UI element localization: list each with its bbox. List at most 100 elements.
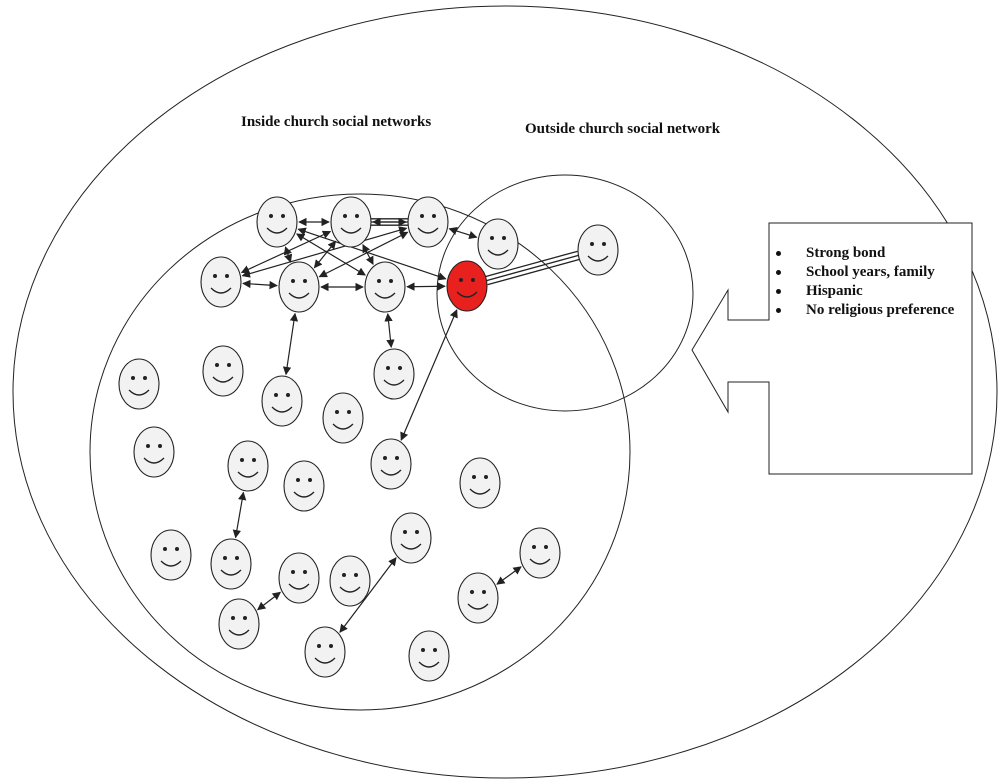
- face-eye: [296, 478, 300, 482]
- face-smile: [380, 469, 402, 476]
- people-nodes: [118, 196, 619, 682]
- face-outline: [227, 440, 269, 492]
- face-eye: [163, 547, 167, 551]
- face-smile: [487, 249, 509, 256]
- face-eye: [335, 410, 339, 414]
- face-eye: [227, 363, 231, 367]
- person-face-icon: [278, 552, 320, 604]
- face-smile: [228, 629, 250, 636]
- face-smile: [212, 376, 234, 383]
- face-eye: [421, 648, 425, 652]
- face-outline: [118, 358, 160, 410]
- person-face-icon: [408, 630, 450, 682]
- face-outline: [218, 598, 260, 650]
- person-face-icon: [329, 555, 371, 607]
- highlighted-person-icon: [446, 260, 488, 312]
- face-outline: [322, 392, 364, 444]
- face-eye: [347, 410, 351, 414]
- face-outline: [150, 529, 192, 581]
- face-outline: [256, 196, 298, 248]
- face-eye: [240, 458, 244, 462]
- face-eye: [252, 458, 256, 462]
- face-outline: [133, 426, 175, 478]
- face-eye: [175, 547, 179, 551]
- face-smile: [332, 423, 354, 430]
- face-eye: [532, 545, 536, 549]
- face-eye: [269, 214, 273, 218]
- face-eye: [389, 279, 393, 283]
- face-eye: [482, 590, 486, 594]
- face-smile: [210, 287, 232, 294]
- face-smile: [418, 661, 440, 668]
- face-smile: [160, 560, 182, 567]
- callout-item: School years, family: [770, 263, 970, 282]
- face-smile: [288, 292, 310, 299]
- face-eye: [484, 475, 488, 479]
- callout-item: No religious preference: [770, 301, 970, 320]
- face-smile: [143, 457, 165, 464]
- person-face-icon: [227, 440, 269, 492]
- person-face-icon: [118, 358, 160, 410]
- person-face-icon: [407, 196, 449, 248]
- strong-bond-links: [371, 218, 580, 286]
- face-outline: [373, 348, 415, 400]
- face-eye: [274, 393, 278, 397]
- inside-church-circle: [89, 193, 631, 711]
- face-eye: [420, 214, 424, 218]
- person-face-icon: [577, 224, 619, 276]
- face-smile: [587, 255, 609, 262]
- face-eye: [342, 573, 346, 577]
- face-outline: [390, 512, 432, 564]
- person-face-icon: [133, 426, 175, 478]
- face-eye: [291, 279, 295, 283]
- face-eye: [291, 570, 295, 574]
- face-smile: [271, 406, 293, 413]
- person-face-icon: [283, 460, 325, 512]
- outside-network-label: Outside church social network: [525, 121, 721, 137]
- face-eye: [355, 214, 359, 218]
- face-eye: [231, 616, 235, 620]
- person-face-icon: [256, 196, 298, 248]
- connection-arrow: [448, 226, 478, 240]
- face-eye: [317, 644, 321, 648]
- face-smile: [469, 488, 491, 495]
- face-smile: [339, 586, 361, 593]
- face-smile: [237, 471, 259, 478]
- face-outline: [304, 626, 346, 678]
- face-eye: [131, 376, 135, 380]
- face-eye: [223, 556, 227, 560]
- connection-arrow: [339, 557, 397, 633]
- face-smile: [383, 379, 405, 386]
- face-smile: [400, 543, 422, 550]
- face-smile: [374, 292, 396, 299]
- person-face-icon: [304, 626, 346, 678]
- face-eye: [308, 478, 312, 482]
- face-outline: [408, 630, 450, 682]
- face-eye: [281, 214, 285, 218]
- person-face-icon: [519, 527, 561, 579]
- callout-item: Strong bond: [770, 244, 970, 263]
- face-smile: [293, 491, 315, 498]
- person-face-icon: [202, 345, 244, 397]
- connection-arrow: [384, 312, 395, 349]
- face-eye: [225, 274, 229, 278]
- face-eye: [383, 456, 387, 460]
- outer-boundary: [12, 5, 998, 779]
- face-outline: [519, 527, 561, 579]
- face-eye: [354, 573, 358, 577]
- face-eye: [329, 644, 333, 648]
- face-outline: [261, 375, 303, 427]
- face-smile: [314, 657, 336, 664]
- face-eye: [502, 236, 506, 240]
- face-outline: [330, 196, 372, 248]
- person-face-icon: [459, 457, 501, 509]
- connection-arrow: [283, 246, 293, 263]
- face-eye: [490, 236, 494, 240]
- face-smile: [417, 227, 439, 234]
- connection-arrow: [232, 491, 247, 539]
- strong-bond-line: [487, 258, 580, 286]
- face-eye: [398, 366, 402, 370]
- face-eye: [471, 278, 475, 282]
